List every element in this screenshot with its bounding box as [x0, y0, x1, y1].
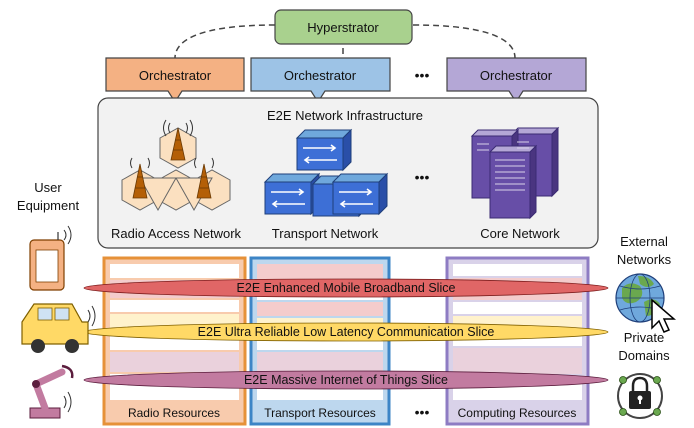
radio-access-network-label: Radio Access Network: [111, 226, 242, 241]
slice-embb-label: E2E Enhanced Mobile Broadband Slice: [237, 281, 456, 295]
user-equipment-label-line2: Equipment: [17, 198, 80, 213]
transport-resources-label: Transport Resources: [264, 406, 376, 420]
hyperstrator-box: [274, 9, 413, 45]
lock-network-icon: [617, 373, 663, 419]
orchestrator-core-label: Orchestrator: [480, 68, 553, 83]
smartphone-icon: [29, 225, 72, 291]
orchestrator-core: Orchestrator: [446, 57, 587, 104]
orchestrator-ellipsis: •••: [415, 67, 430, 83]
orchestrator-radio-label: Orchestrator: [139, 68, 212, 83]
transport-network-label: Transport Network: [272, 226, 379, 241]
slice-urllc: E2E Ultra Reliable Low Latency Communica…: [83, 322, 609, 342]
slice-embb: E2E Enhanced Mobile Broadband Slice: [83, 278, 609, 298]
orchestrator-transport: Orchestrator: [250, 57, 391, 104]
external-networks-label-line2: Networks: [617, 252, 672, 267]
infrastructure-ellipsis: •••: [415, 169, 430, 185]
computing-resources-label: Computing Resources: [458, 406, 577, 420]
private-domains-label-line1: Private: [624, 330, 664, 345]
slice-urllc-label: E2E Ultra Reliable Low Latency Communica…: [198, 325, 495, 339]
resources-ellipsis: •••: [415, 404, 430, 420]
external-networks-label-line1: External: [620, 234, 668, 249]
slice-miot-label: E2E Massive Internet of Things Slice: [244, 373, 448, 387]
orchestrator-radio: Orchestrator: [105, 57, 245, 104]
user-equipment-label-line1: User: [34, 180, 62, 195]
radio-resources-label: Radio Resources: [128, 406, 220, 420]
slice-miot: E2E Massive Internet of Things Slice: [83, 370, 609, 390]
hyperstrator-label: Hyperstrator: [307, 20, 379, 35]
server-icon: [470, 126, 560, 220]
cursor-icon: [651, 298, 677, 333]
infrastructure-title: E2E Network Infrastructure: [267, 108, 423, 123]
private-domains-label-line2: Domains: [618, 348, 670, 363]
robot-arm-icon: [29, 364, 74, 419]
switch-icon: [263, 128, 389, 218]
radio-tower-icon: [121, 119, 231, 212]
car-icon: [21, 303, 96, 353]
orchestrator-transport-label: Orchestrator: [284, 68, 357, 83]
hyperstrator: Hyperstrator: [274, 9, 413, 45]
core-network-label: Core Network: [480, 226, 560, 241]
